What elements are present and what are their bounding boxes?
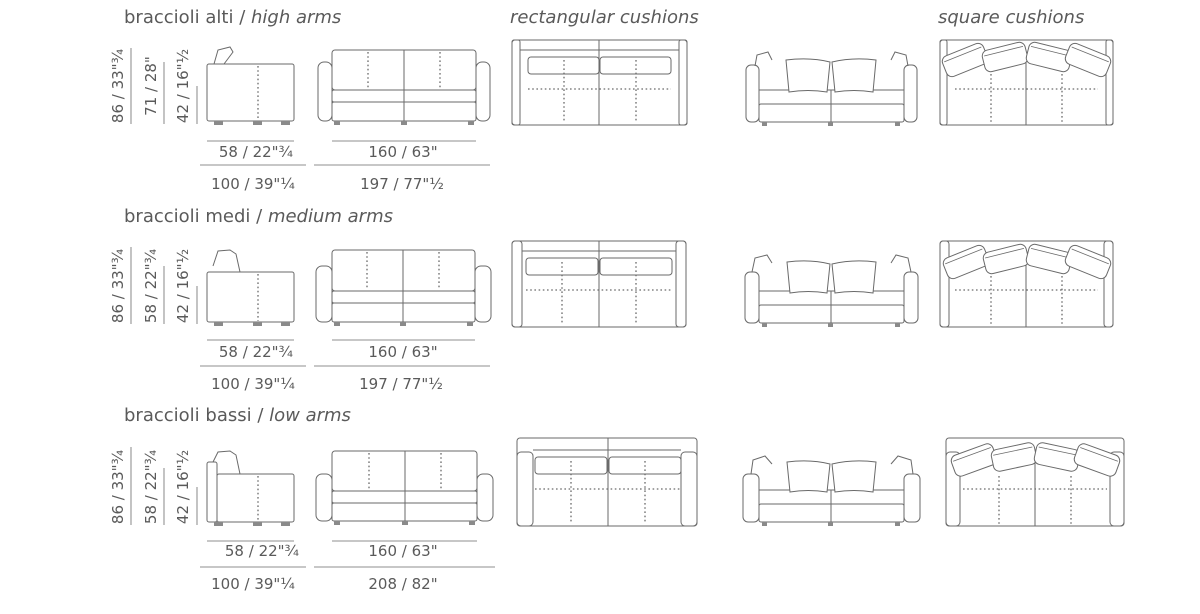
top-view-square-cushions (939, 39, 1114, 126)
front-view-drawing (315, 450, 494, 525)
front-view-drawing (315, 249, 492, 326)
row-low-arms: braccioli bassi / low arms 86 / 33"¾ 58 … (109, 405, 1125, 593)
row-title: braccioli alti / high arms (124, 7, 341, 28)
side-view-drawing (206, 46, 295, 125)
seat-depth-label: 58 / 22"¾ (219, 143, 294, 161)
front-view-drawing (317, 49, 491, 125)
row-high-arms: braccioli alti / high arms 86 / 33"¾ 71 … (109, 7, 1114, 193)
total-width-label: 197 / 77"½ (360, 175, 444, 193)
seat-height-label: 42 / 16"½ (174, 249, 192, 323)
top-view-square-cushions (945, 437, 1125, 527)
front-view-square-cushions (744, 254, 919, 327)
arm-height-label: 58 / 22"¾ (142, 449, 160, 524)
height-total-label: 86 / 33"¾ (109, 48, 127, 123)
seat-width-label: 160 / 63" (368, 343, 437, 361)
height-total-label: 86 / 33"¾ (109, 449, 127, 524)
top-view-rectangular-cushions (511, 240, 687, 328)
front-view-square-cushions (742, 455, 921, 526)
front-view-square-cushions (745, 51, 918, 126)
side-view-drawing (206, 249, 295, 326)
square-cushions-heading: square cushions (938, 7, 1084, 28)
seat-depth-label: 58 / 22"¾ (219, 343, 294, 361)
total-depth-label: 100 / 39"¼ (211, 175, 295, 193)
rectangular-cushions-heading: rectangular cushions (510, 7, 699, 28)
top-view-rectangular-cushions (511, 39, 688, 126)
top-view-rectangular-cushions (516, 437, 698, 527)
height-total-label: 86 / 33"¾ (109, 248, 127, 323)
row-medium-arms: braccioli medi / medium arms 86 / 33"¾ 5… (109, 206, 1114, 393)
arm-height-label: 71 / 28" (142, 56, 160, 116)
seat-depth-label: 58 / 22"¾ (225, 542, 300, 560)
top-view-square-cushions (939, 240, 1114, 328)
row-title: braccioli bassi / low arms (124, 405, 351, 426)
seat-width-label: 160 / 63" (368, 143, 437, 161)
seat-width-label: 160 / 63" (368, 542, 437, 560)
row-title: braccioli medi / medium arms (124, 206, 393, 227)
total-depth-label: 100 / 39"¼ (211, 375, 295, 393)
seat-height-label: 42 / 16"½ (174, 450, 192, 524)
side-view-drawing (206, 450, 295, 526)
seat-height-label: 42 / 16"½ (174, 49, 192, 123)
total-width-label: 197 / 77"½ (359, 375, 443, 393)
total-depth-label: 100 / 39"¼ (211, 575, 295, 593)
arm-height-label: 58 / 22"¾ (142, 248, 160, 323)
total-width-label: 208 / 82" (368, 575, 437, 593)
